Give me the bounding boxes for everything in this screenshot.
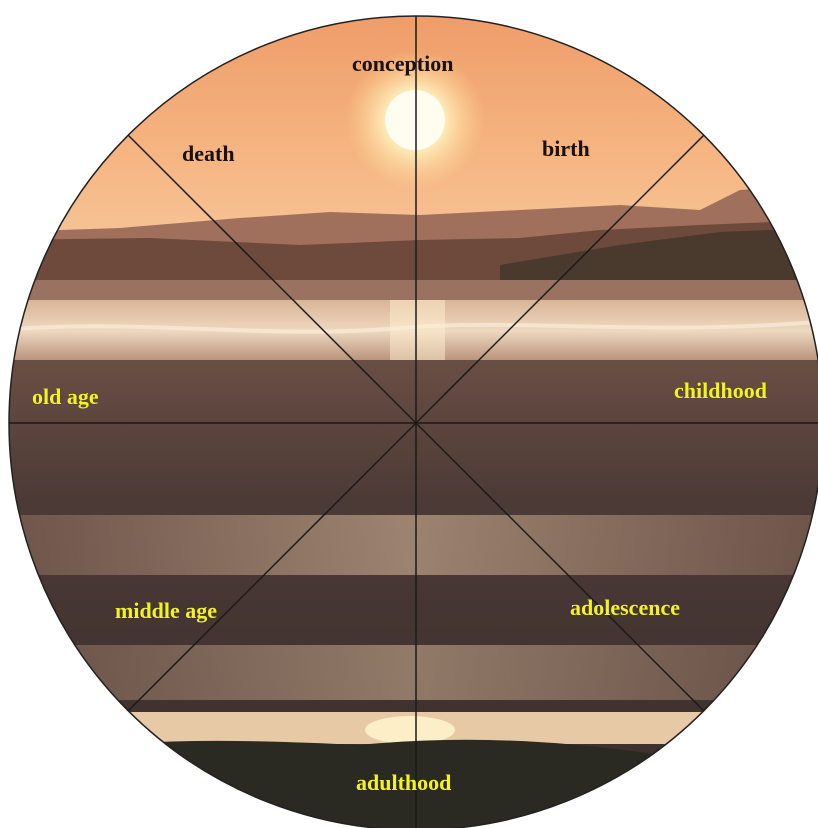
shimmer-band-2 [9, 645, 818, 700]
shimmer-band-1 [9, 515, 818, 575]
sun [385, 90, 445, 150]
divider-diagonal-b [127, 134, 705, 712]
stage-label-birth: birth [542, 136, 590, 161]
right-headland [500, 228, 818, 290]
stage-label-adulthood: adulthood [356, 770, 452, 795]
stage-label-death: death [182, 141, 235, 166]
stage-label-conception: conception [352, 51, 454, 76]
sun-reflection [390, 300, 445, 362]
channel-reflection [365, 716, 455, 744]
wheel-dividers [9, 16, 818, 828]
stage-label-adolescence: adolescence [570, 595, 680, 620]
stage-label-old-age: old age [32, 384, 99, 409]
stage-label-middle-age: middle age [115, 598, 218, 623]
stage-label-childhood: childhood [674, 378, 767, 403]
